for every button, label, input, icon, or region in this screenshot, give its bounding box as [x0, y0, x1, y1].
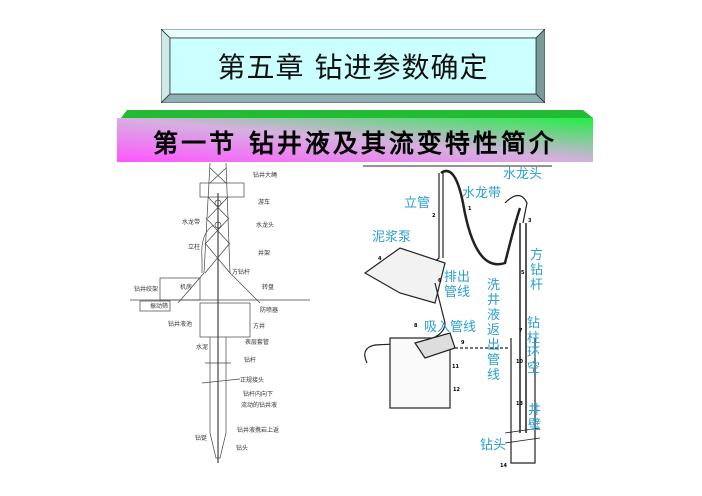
- banner-background: [117, 110, 593, 162]
- label-rotary-table: 转盘: [262, 284, 275, 291]
- label-tool-joint: 正规接头: [240, 377, 265, 384]
- label-annulus: 钻柱环空: [527, 316, 541, 376]
- label-bit: 钻头: [236, 445, 249, 452]
- section-title: 第一节 钻井液及其流变特性简介: [153, 129, 557, 158]
- label-surface-casing: 表层套管: [245, 339, 270, 346]
- label-cuttings-return: 钻井液携岩上返: [237, 427, 280, 434]
- label-swivel: 水龙头: [503, 167, 543, 182]
- callout-8: 8: [414, 323, 418, 329]
- label-shale-shaker: 振动筛: [150, 303, 169, 310]
- label-drill-pipe: 钻杆: [244, 357, 257, 364]
- bevel-frame: [161, 29, 545, 103]
- label-hose: 水龙带: [182, 219, 201, 226]
- label-swivel: 水龙头: [256, 222, 275, 229]
- callout-14: 14: [500, 463, 507, 469]
- callout-13: 13: [516, 401, 523, 407]
- callout-6: 6: [438, 278, 442, 284]
- label-downflow-1: 钻杆内向下: [243, 391, 274, 398]
- label-engine-room: 机房: [180, 284, 193, 291]
- label-mud-pump: 泥浆泵: [372, 230, 412, 245]
- callout-4: 4: [378, 256, 382, 262]
- label-downflow-2: 流动的钻井液: [241, 402, 278, 409]
- callout-10: 10: [516, 359, 523, 365]
- label-discharge-line: 排出管线: [444, 270, 471, 300]
- label-kelly: 方钻杆: [232, 269, 251, 276]
- label-bit: 钻头: [480, 438, 507, 453]
- callout-7: 7: [519, 328, 523, 334]
- circulation-diagram: [363, 165, 552, 464]
- label-cellar: 方井: [253, 323, 266, 330]
- label-kelly: 方钻杆: [530, 248, 544, 293]
- label-standpipe: 立管: [404, 196, 431, 211]
- callout-5: 5: [521, 270, 525, 276]
- label-drill-line: 钻井大绳: [253, 172, 278, 179]
- label-mud-pit: 钻井液池: [168, 321, 193, 328]
- callout-1: 1: [468, 206, 472, 212]
- section-banner: 第一节 钻井液及其流变特性简介: [117, 110, 593, 162]
- label-drawworks: 钻井绞架: [134, 286, 159, 293]
- chapter-title: 第五章 钻进参数确定: [217, 51, 489, 84]
- label-traveling-block: 游车: [258, 199, 271, 206]
- label-standpipe: 立柱: [188, 244, 201, 251]
- callout-11: 11: [452, 364, 459, 370]
- label-return-line: 洗井液返出管线: [487, 278, 501, 383]
- drilling-rig-diagram: [130, 163, 310, 463]
- callout-9: 9: [461, 340, 465, 346]
- label-drill-collar: 钻铤: [195, 435, 208, 442]
- label-derrick: 井架: [258, 250, 271, 257]
- callout-12: 12: [453, 387, 460, 393]
- label-hose: 水龙带: [462, 186, 502, 201]
- label-bop: 防喷器: [260, 307, 279, 314]
- callout-2: 2: [432, 213, 436, 219]
- callout-3: 3: [528, 218, 532, 224]
- label-borehole-wall: 井壁: [528, 403, 542, 433]
- label-suction-line: 吸入管线: [424, 320, 477, 335]
- label-cement: 水泥: [196, 344, 209, 351]
- chapter-title-box: 第五章 钻进参数确定: [161, 29, 545, 103]
